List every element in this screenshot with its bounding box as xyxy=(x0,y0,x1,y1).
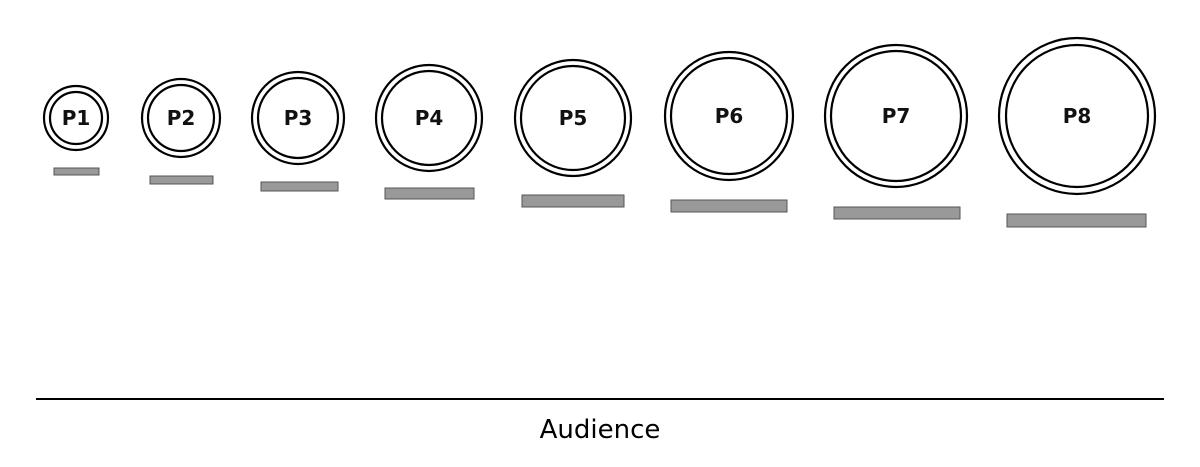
person-3-label: P3 xyxy=(284,106,313,130)
person-group-5: P5 xyxy=(513,58,633,208)
person-4-bar xyxy=(384,187,475,200)
person-2-label: P2 xyxy=(167,106,196,130)
person-1-bar xyxy=(53,167,100,176)
person-2-inner-ring xyxy=(146,83,216,153)
person-group-4: P4 xyxy=(374,63,484,200)
person-3-bar xyxy=(260,181,339,192)
person-8-bar xyxy=(1006,213,1147,228)
person-6-bar xyxy=(670,199,788,213)
person-6-inner-ring xyxy=(669,56,789,176)
person-7-label: P7 xyxy=(882,104,911,128)
person-4-label: P4 xyxy=(415,106,444,130)
person-group-2: P2 xyxy=(140,77,222,185)
person-group-7: P7 xyxy=(823,43,969,220)
person-5-inner-ring xyxy=(519,64,627,172)
person-5-bar xyxy=(521,194,625,208)
person-2-bar xyxy=(149,175,214,185)
person-4-inner-ring xyxy=(380,69,478,167)
audience-label: Audience xyxy=(540,415,661,445)
person-group-3: P3 xyxy=(250,70,346,192)
person-7-bar xyxy=(833,206,961,220)
person-group-8: P8 xyxy=(997,36,1157,228)
person-8-label: P8 xyxy=(1063,104,1092,128)
person-3-inner-ring xyxy=(256,76,340,160)
person-1-label: P1 xyxy=(62,106,91,130)
person-1-inner-ring xyxy=(48,90,104,146)
person-7-inner-ring xyxy=(829,49,963,183)
person-group-6: P6 xyxy=(663,50,795,213)
person-5-label: P5 xyxy=(559,106,588,130)
person-group-1: P1 xyxy=(42,84,110,176)
person-8-inner-ring xyxy=(1004,43,1150,189)
person-6-label: P6 xyxy=(715,104,744,128)
